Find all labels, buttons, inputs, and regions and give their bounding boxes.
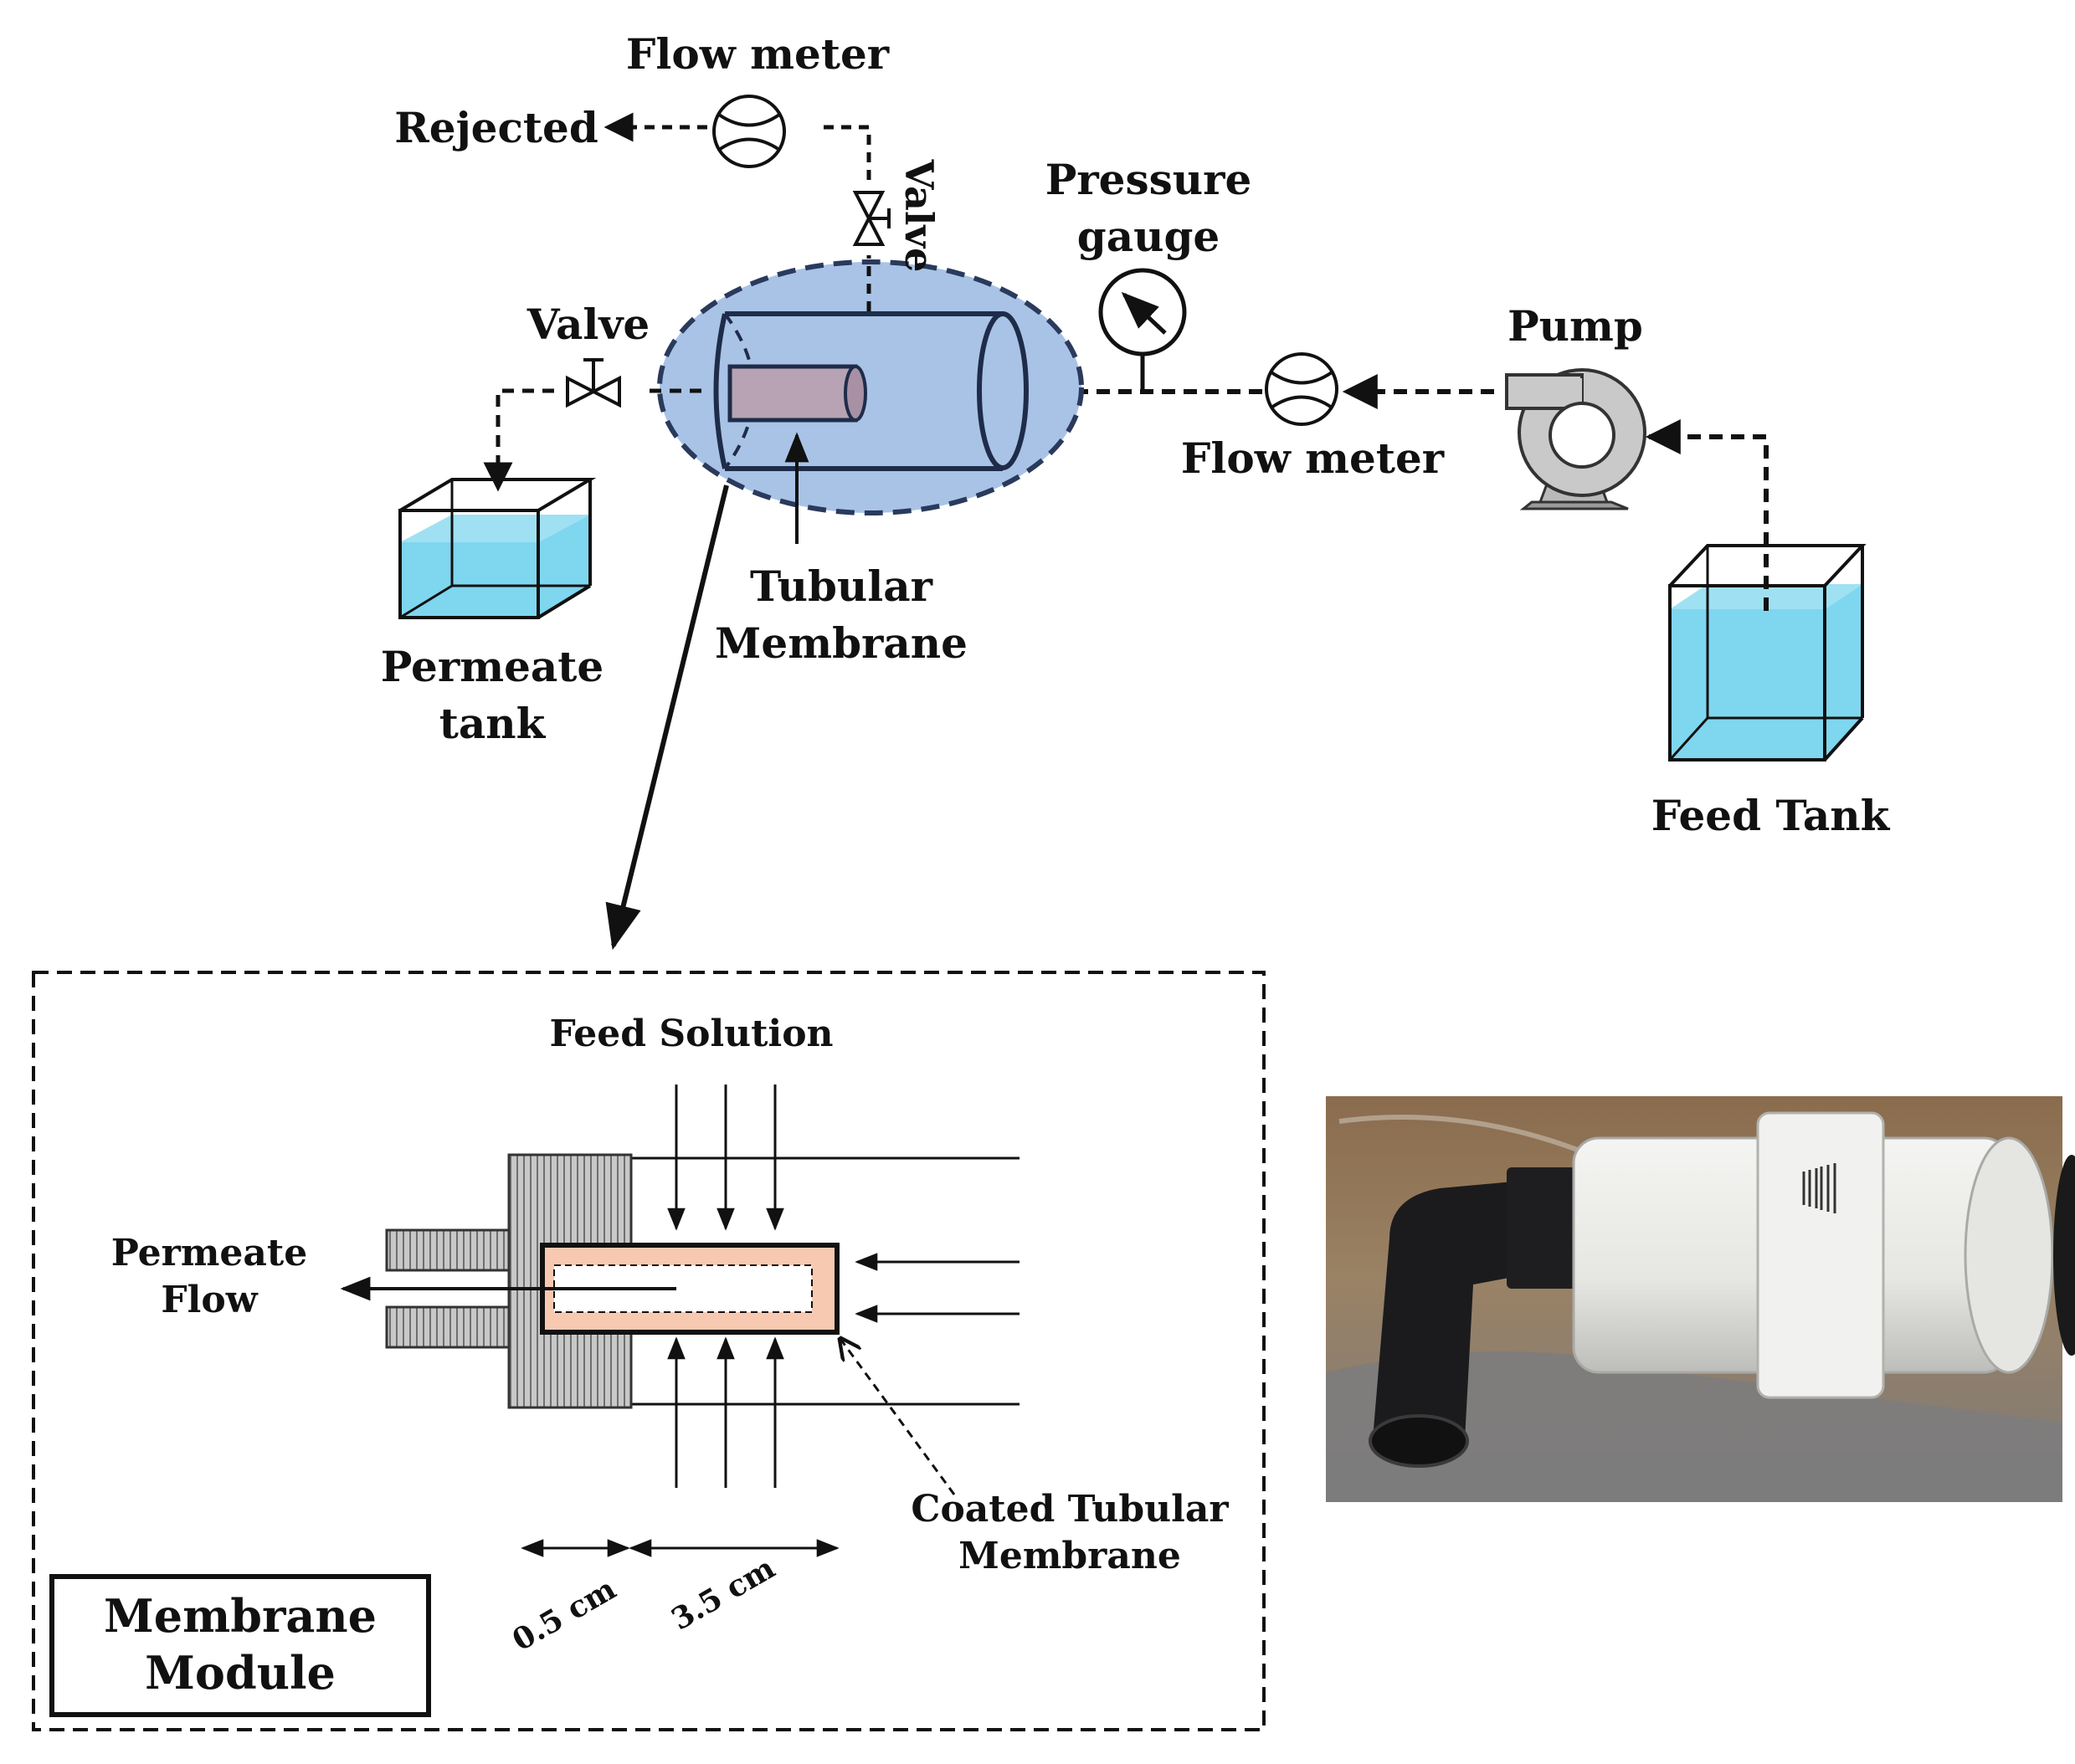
- flow-meter-right-icon: [1265, 352, 1338, 426]
- pump-label: Pump: [1507, 301, 1643, 351]
- flow-meter-top-icon: [712, 95, 786, 168]
- module-title-line-2: Module: [145, 1646, 336, 1700]
- permeate-flow-label-1: Permeate: [111, 1232, 307, 1274]
- membrane-module-housing: [657, 259, 1084, 515]
- tubular-membrane-label-1: Tubular: [750, 562, 933, 611]
- permeate-tank-label-2: tank: [439, 699, 547, 748]
- valve-top-label: Valve: [896, 159, 942, 273]
- dimension-large-label: 3.5 cm: [665, 1551, 781, 1638]
- dimension-small-label: 0.5 cm: [506, 1572, 622, 1659]
- feed-arrows-down: [667, 1085, 784, 1231]
- pressure-gauge-icon: [1098, 268, 1187, 392]
- module-detail-frame: [32, 971, 1266, 1731]
- tubular-membrane-rod: [727, 364, 867, 423]
- membrane-module-photo: [1326, 1096, 2075, 1502]
- coated-membrane-pointer: [840, 1339, 956, 1495]
- pressure-gauge-label-2: gauge: [1077, 212, 1220, 261]
- valve-top-icon: [852, 191, 891, 246]
- tubular-membrane-label-2: Membrane: [715, 618, 968, 668]
- feed-tank: [1668, 544, 1867, 761]
- rejected-label: Rejected: [394, 103, 598, 152]
- feed-arrows-left: [855, 1253, 1020, 1323]
- feed-line: [1645, 419, 1769, 611]
- feed-arrows-up: [667, 1336, 784, 1488]
- permeate-line-2: [483, 388, 554, 492]
- module-title-line-1: Membrane: [104, 1589, 377, 1643]
- pressure-gauge-label-1: Pressure: [1045, 155, 1252, 204]
- feed-solution-label: Feed Solution: [549, 1013, 833, 1055]
- coated-membrane-label-2: Membrane: [958, 1535, 1181, 1577]
- detail-callout-arrow: [605, 485, 729, 951]
- feed-tank-label: Feed Tank: [1651, 791, 1891, 840]
- valve-left-icon: [566, 358, 621, 408]
- permeate-tank-label-1: Permeate: [381, 642, 603, 691]
- permeate-flow-label-2: Flow: [161, 1279, 258, 1321]
- flow-meter-top-label: Flow meter: [626, 29, 890, 79]
- reject-line-2: [820, 125, 871, 180]
- permeate-tank: [398, 478, 597, 619]
- flow-meter-right-label: Flow meter: [1181, 433, 1445, 483]
- coated-membrane-label-1: Coated Tubular: [911, 1488, 1229, 1531]
- pump-icon: [1505, 368, 1646, 510]
- valve-left-label: Valve: [526, 300, 650, 349]
- module-title-box: [49, 1574, 431, 1717]
